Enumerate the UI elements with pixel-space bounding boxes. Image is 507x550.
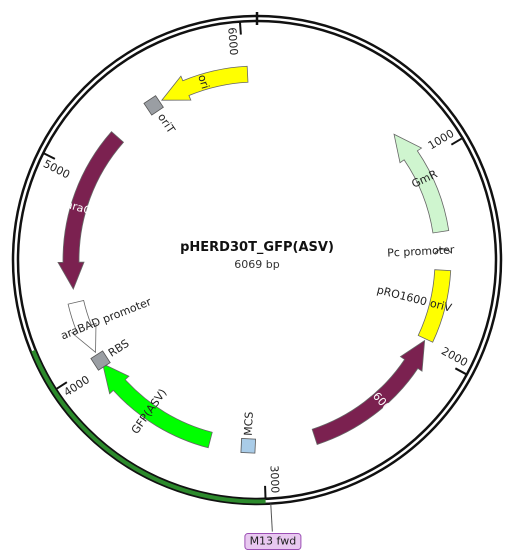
tick-mark [450,137,463,146]
box-rbs [90,350,111,371]
tick-label: 5000 [41,157,72,181]
plasmid-name: pHERD30T_GFP(ASV) [180,240,334,255]
tick-label: 2000 [439,344,470,369]
tick-label: 6000 [225,27,240,56]
plasmid-length: 6069 bp [234,258,279,271]
ticks-layer: 1000 2000 3000 4000 5000 6000 [41,22,470,498]
m13-fwd-label: M13 fwd [250,535,297,548]
box-label-rbs: RBS [106,337,132,360]
feature-ori [160,65,249,101]
green-backbone-segment [31,349,266,504]
tick-label: 1000 [426,127,457,152]
box-orit [143,95,164,116]
m13-leader-line [270,503,273,532]
tick-mark [56,381,68,390]
box-mcs [240,438,256,454]
tick-label: 4000 [61,373,92,399]
tick-mark [43,152,56,160]
pc-promoter-glyph [434,248,452,254]
center-labels: pHERD30T_GFP(ASV) 6069 bp [180,240,334,271]
feature-pro1600-rep [311,339,426,445]
feature-gfp-asv [102,363,213,449]
pc-promoter-label: Pc promoter [387,243,455,259]
feature-pro1600-oriv [417,269,452,343]
feature-gmr [393,133,450,234]
feature-label-ori: ori [195,73,212,90]
tick-mark [454,367,467,375]
box-label-mcs: MCS [242,411,256,436]
feature-arabad-promoter [67,300,97,354]
tick-mark [239,22,242,35]
box-label-orit: oriT [155,111,178,136]
backbone [11,12,503,506]
feature-arac [57,131,125,291]
tick-label: 3000 [267,465,281,493]
